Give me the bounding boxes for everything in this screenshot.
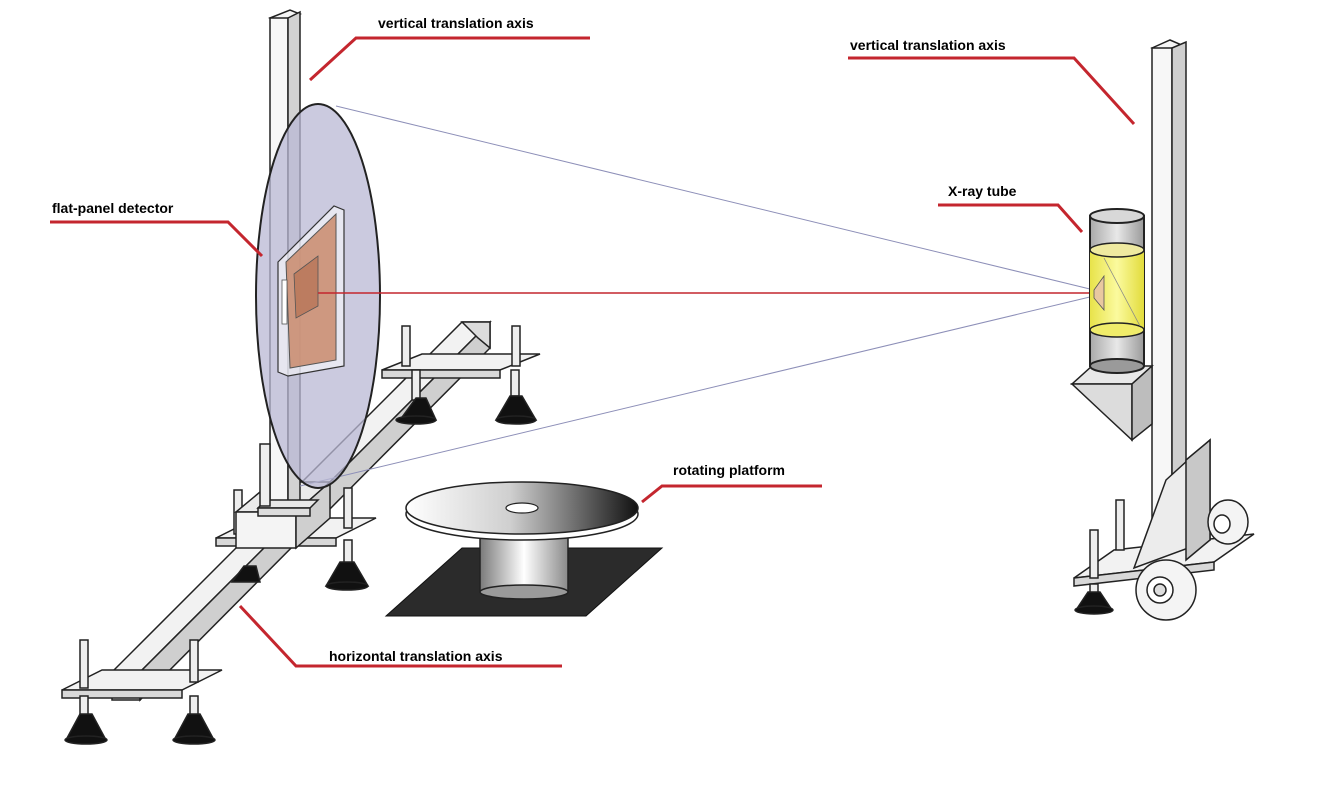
label-vertical-translation-axis-right: vertical translation axis xyxy=(850,37,1006,53)
leader-vta-right xyxy=(848,56,1136,126)
label-flat-panel-detector: flat-panel detector xyxy=(52,200,174,216)
leader-rot xyxy=(641,484,822,504)
label-xray-tube: X-ray tube xyxy=(948,183,1017,199)
label-rotating-platform: rotating platform xyxy=(673,462,785,478)
back-foot-assembly xyxy=(381,325,541,425)
front-foot-assembly xyxy=(61,639,223,745)
leader-vta-left xyxy=(308,36,590,82)
leader-fpd xyxy=(50,220,264,258)
tube-bracket xyxy=(1070,364,1154,442)
label-vertical-translation-axis-left: vertical translation axis xyxy=(378,15,534,31)
xray-beam-cone xyxy=(299,105,1095,487)
xray-tube xyxy=(1089,208,1145,374)
leader-lines xyxy=(50,36,1136,668)
rotating-platform xyxy=(384,481,664,617)
flat-panel-detector xyxy=(255,103,381,489)
label-horizontal-translation-axis: horizontal translation axis xyxy=(329,648,503,664)
mobile-base xyxy=(1073,438,1255,621)
leader-xray xyxy=(938,203,1084,233)
leader-hta xyxy=(238,604,562,668)
